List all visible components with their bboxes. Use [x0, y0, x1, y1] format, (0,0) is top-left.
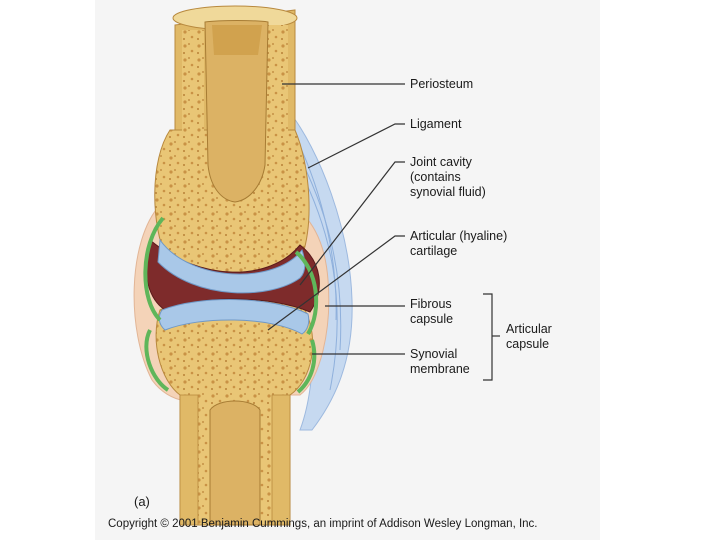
copyright-text: Copyright © 2001 Benjamin Cummings, an i…: [108, 518, 538, 530]
label-ligament: Ligament: [410, 117, 462, 131]
label-joint-cavity-2: (contains: [410, 170, 461, 184]
leader-lines: [267, 83, 500, 381]
panel-label: (a): [134, 494, 150, 509]
label-fibrous-capsule-2: capsule: [410, 312, 453, 326]
lower-bone: [155, 296, 314, 526]
label-articular-capsule-2: capsule: [506, 337, 549, 351]
label-joint-cavity-3: synovial fluid): [410, 185, 486, 199]
label-fibrous-capsule: Fibrous: [410, 297, 452, 311]
label-synovial-membrane: Synovial: [410, 347, 457, 361]
upper-bone: [154, 5, 310, 284]
labels: Periosteum Ligament Joint cavity (contai…: [410, 77, 552, 376]
label-articular-capsule: Articular: [506, 322, 552, 336]
articular-cartilage: [157, 238, 310, 335]
label-articular-cartilage-2: cartilage: [410, 244, 457, 258]
label-synovial-membrane-2: membrane: [410, 362, 470, 376]
label-articular-cartilage: Articular (hyaline): [410, 229, 507, 243]
label-joint-cavity: Joint cavity: [410, 155, 473, 169]
synovial-membrane: [143, 216, 319, 394]
label-periosteum: Periosteum: [410, 77, 473, 91]
